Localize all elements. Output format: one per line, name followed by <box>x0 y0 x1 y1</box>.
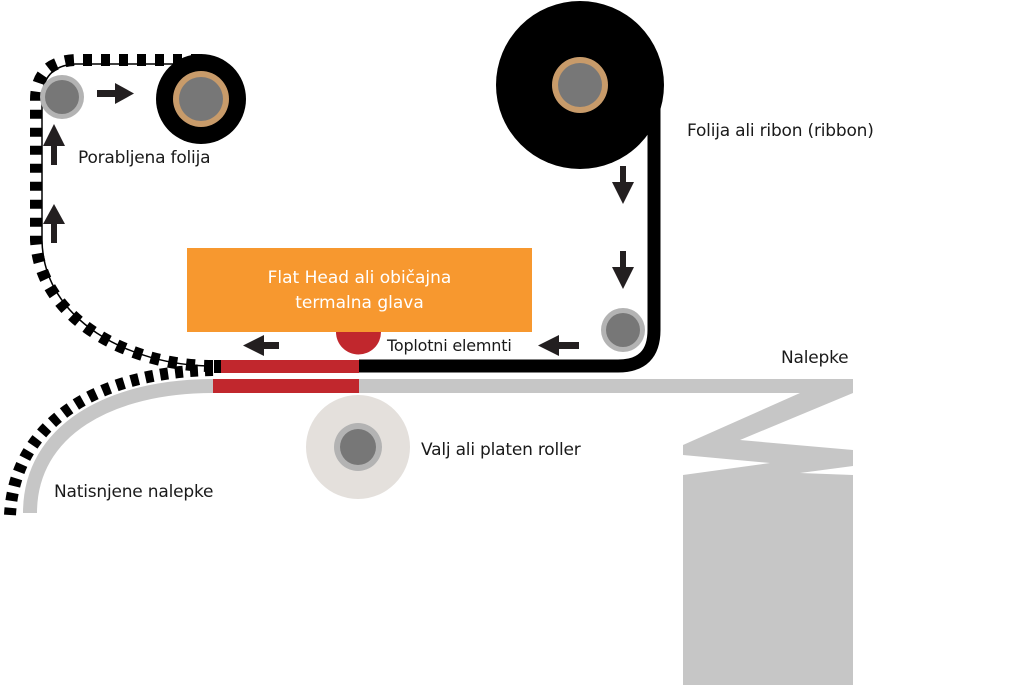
heating-element <box>336 332 381 355</box>
printed-labels-web <box>23 379 214 514</box>
ribbon-path <box>359 100 661 373</box>
guide-roller-left-core <box>45 80 79 114</box>
arrow-down-icon <box>612 251 634 289</box>
heating-elements-label: Toplotni elemnti <box>387 336 512 355</box>
platen-core <box>340 429 376 465</box>
arrow-up-icon <box>43 204 65 243</box>
used-ribbon-edge <box>41 63 214 367</box>
print-head <box>187 248 532 332</box>
supply-spool-core <box>558 63 602 107</box>
arrow-left-icon <box>538 335 579 356</box>
print-head-label: Flat Head ali običajna termalna glava <box>187 250 532 332</box>
used-ribbon-exit <box>4 364 214 516</box>
guide-roller-right-core <box>606 313 640 347</box>
ribbon-heated <box>221 360 359 373</box>
arrow-right-icon <box>97 83 134 104</box>
ribbon-edge <box>214 360 221 373</box>
labels-stock-label: Nalepke <box>781 348 849 368</box>
arrow-down-icon <box>612 166 634 204</box>
used-ribbon-label: Porabljena folija <box>78 148 211 168</box>
label-stack <box>683 475 853 685</box>
print-head-label-line2: termalna glava <box>295 293 424 313</box>
used-ribbon-loop <box>30 54 214 372</box>
arrow-up-icon <box>43 124 65 165</box>
ribbon-label: Folija ali ribon (ribbon) <box>687 121 874 141</box>
print-head-label-line1: Flat Head ali običajna <box>267 268 452 288</box>
takeup-spool-core <box>179 77 223 121</box>
printed-labels-label: Natisnjene nalepke <box>54 482 214 502</box>
printed-area <box>213 379 359 393</box>
arrow-left-icon <box>243 335 279 356</box>
label-web <box>213 379 853 393</box>
platen-label: Valj ali platen roller <box>421 440 581 460</box>
fanfold-labels <box>213 380 853 475</box>
